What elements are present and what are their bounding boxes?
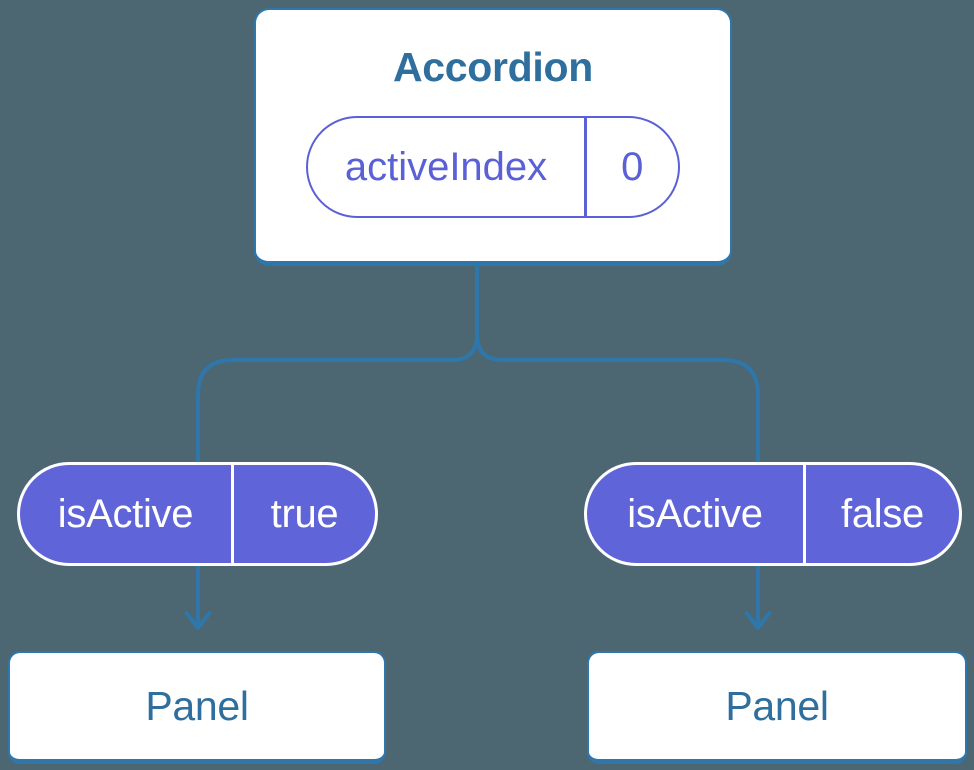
connector-branch-right	[475, 332, 760, 628]
arrow-down-icon	[184, 611, 212, 630]
panel-card-left: Panel	[8, 651, 386, 764]
panel-card-right: Panel	[587, 651, 967, 764]
prop-value-label: true	[270, 491, 339, 536]
prop-name-label: isActive	[57, 491, 194, 536]
prop-value-label: false	[841, 491, 924, 536]
isactive-pill-right: isActive false	[584, 462, 962, 566]
panel-label: Panel	[725, 682, 829, 729]
prop-name-label: isActive	[627, 491, 763, 536]
panel-label: Panel	[145, 682, 249, 729]
arrow-down-icon	[744, 611, 772, 630]
prop-value-label: 0	[621, 144, 644, 189]
connector-branch-left	[196, 332, 479, 628]
pill-divider	[231, 465, 234, 563]
accordion-card: Accordion activeIndex 0	[254, 8, 732, 266]
pill-divider	[803, 465, 806, 563]
prop-name-label: activeIndex	[344, 144, 548, 189]
state-prop-pill: activeIndex 0	[306, 116, 680, 218]
isactive-pill-left: isActive true	[17, 462, 378, 566]
pill-divider	[584, 118, 587, 216]
accordion-title: Accordion	[392, 44, 594, 90]
